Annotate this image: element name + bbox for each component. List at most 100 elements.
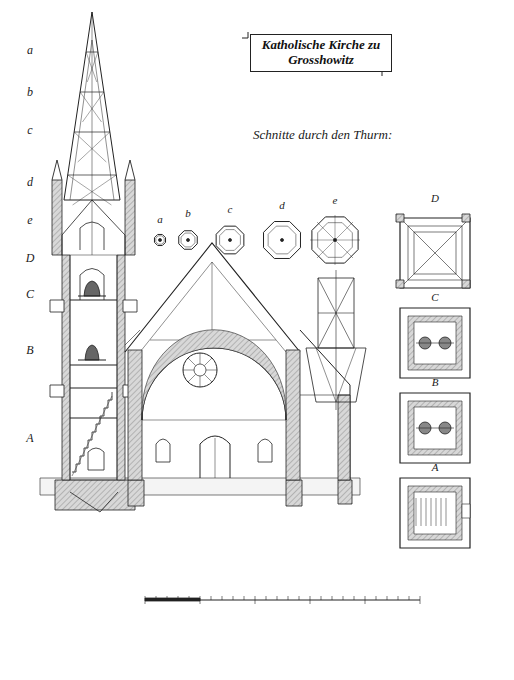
- tower-section: [400, 478, 470, 548]
- spire-section: [216, 226, 244, 254]
- section-letter: b: [27, 86, 33, 98]
- tower-floor: [70, 417, 117, 418]
- tower-wall: [62, 255, 70, 480]
- aisle-roof: [300, 330, 350, 480]
- section-letter: c: [228, 204, 233, 215]
- section-letter: b: [185, 208, 191, 219]
- spire-level: [80, 92, 104, 93]
- section-brace: [400, 218, 470, 288]
- section-brace: [310, 215, 360, 265]
- subtitle: Schnitte durch den Thurm:: [253, 128, 392, 141]
- tower-pinnacle: [52, 180, 62, 255]
- section-letter: d: [279, 200, 285, 211]
- tower-section-wall: [408, 316, 462, 370]
- section-letter: c: [27, 124, 32, 136]
- spire-level: [68, 175, 117, 176]
- rose-tracery: [183, 370, 194, 371]
- spire-section-inner: [268, 226, 296, 254]
- spire-section-inner: [181, 233, 195, 247]
- section-axis: [187, 239, 190, 242]
- tower-section-inner: [414, 322, 456, 364]
- rose-tracery: [204, 358, 212, 366]
- pinnacle-section: [462, 214, 470, 222]
- section-letter: a: [157, 214, 163, 225]
- wall-foundation: [286, 480, 302, 506]
- tower-section: [400, 308, 470, 378]
- scale-ticks: [145, 596, 420, 604]
- door-opening: [462, 504, 470, 518]
- spire-section-inner: [156, 236, 164, 244]
- rose-tracery: [206, 370, 217, 371]
- bell-frame-brace: [318, 270, 354, 410]
- tower-floor: [70, 387, 117, 388]
- buttress-step: [123, 300, 137, 312]
- bell-frame-base: [306, 348, 366, 402]
- bell: [85, 345, 99, 360]
- spire-section-inner: [220, 230, 241, 251]
- spire-brace: [86, 52, 98, 82]
- tower-wall: [117, 255, 125, 480]
- section-letter: a: [27, 44, 33, 56]
- rose-tracery: [188, 374, 196, 382]
- spire-section: [179, 231, 197, 249]
- vault-spring: [142, 420, 286, 421]
- section-letter: B: [432, 377, 439, 388]
- tower-section-wall: [408, 401, 462, 455]
- pinnacle-section: [396, 280, 404, 288]
- tower-floor: [70, 364, 117, 365]
- bell-beam-plan: [416, 428, 454, 429]
- nave-wall: [128, 350, 142, 480]
- stair-string: [72, 396, 112, 476]
- nave-window: [258, 439, 272, 462]
- tower-stair: [72, 392, 112, 472]
- portal-mullion: [215, 438, 216, 478]
- buttress-step: [50, 300, 64, 312]
- buttress-step: [50, 385, 64, 397]
- spire-inner: [70, 40, 114, 200]
- belfry-opening: [80, 269, 104, 301]
- wall-foundation: [128, 480, 144, 506]
- section-letter: D: [26, 252, 35, 264]
- spire-brace: [68, 175, 117, 205]
- tower-section: [400, 218, 470, 288]
- tower-interior: [70, 255, 117, 480]
- section-letter: d: [27, 176, 33, 188]
- vault-shell: [142, 330, 286, 420]
- tower-gable: [62, 200, 125, 255]
- scale-bar-fill: [145, 598, 200, 601]
- spire-axis: [92, 12, 93, 255]
- bell-beam-plan: [416, 343, 454, 344]
- section-letter: e: [333, 195, 338, 206]
- roof-junction: [125, 330, 140, 345]
- portal: [200, 436, 230, 478]
- section-letter: e: [27, 214, 32, 226]
- wall-foundation: [338, 480, 352, 504]
- tower-pinnacle: [125, 180, 135, 255]
- nave-wall: [286, 350, 300, 480]
- section-axis: [281, 239, 284, 242]
- aisle-wall: [338, 395, 350, 480]
- stair-section: [416, 498, 446, 526]
- section-letter: A: [432, 462, 439, 473]
- tower-foundation: [55, 480, 135, 510]
- spire-brace: [74, 132, 110, 162]
- tower-section-inner: [414, 407, 456, 449]
- rose-window: [194, 364, 206, 376]
- pinnacle-section: [396, 214, 404, 222]
- section-letter: B: [26, 344, 33, 356]
- bell: [84, 281, 100, 296]
- section-axis: [159, 239, 162, 242]
- spire-section: [154, 234, 165, 245]
- rose-tracery: [200, 376, 201, 387]
- section-letter: D: [431, 193, 439, 204]
- spire-section: [264, 222, 301, 259]
- section-letter: C: [26, 288, 34, 300]
- bell-beam: [78, 296, 106, 360]
- spire-brace: [80, 92, 104, 122]
- foundation-arch: [70, 492, 118, 512]
- tower-section-inner: [414, 492, 456, 534]
- aisle-ceiling: [300, 395, 350, 396]
- pinnacle-section: [462, 280, 470, 288]
- rose-tracery: [204, 374, 212, 382]
- title-cartouche: Katholische Kirche zu Grosshowitz: [250, 34, 392, 72]
